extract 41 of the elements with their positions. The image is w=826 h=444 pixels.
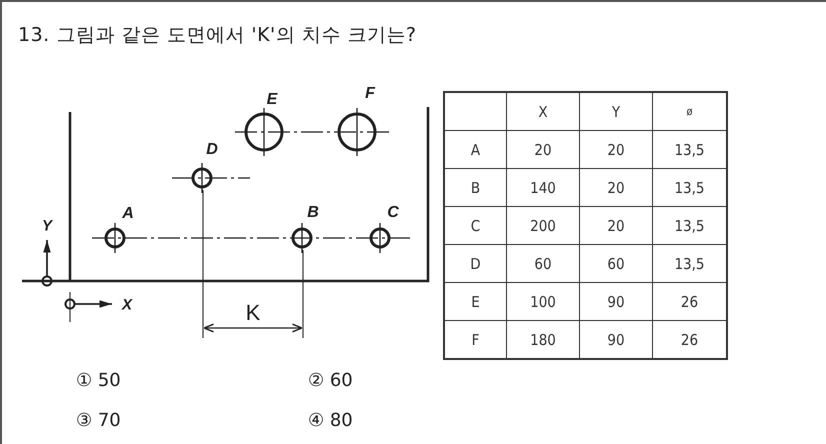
table-cell: 180 bbox=[507, 321, 580, 358]
table-cell: Y bbox=[580, 93, 653, 131]
table-cell: 60 bbox=[507, 245, 580, 283]
table-cell: 100 bbox=[507, 283, 580, 321]
table-cell: ø bbox=[653, 93, 726, 131]
hole-label: A bbox=[122, 206, 134, 222]
table-cell: B bbox=[445, 169, 507, 207]
question-title: 13. 그림과 같은 도면에서 'K'의 치수 크기는? bbox=[18, 23, 416, 48]
table-cell: 13,5 bbox=[653, 169, 726, 207]
table-cell: 20 bbox=[580, 207, 653, 245]
table-cell: 90 bbox=[580, 283, 653, 321]
table-cell: A bbox=[445, 131, 507, 169]
table-cell: 13,5 bbox=[653, 131, 726, 169]
table-cell: 20 bbox=[580, 131, 653, 169]
table-cell: E bbox=[445, 283, 507, 321]
table-cell: 90 bbox=[580, 321, 653, 358]
table-cell: 20 bbox=[580, 169, 653, 207]
table-cell: X bbox=[507, 93, 580, 131]
table-cell: F bbox=[445, 321, 507, 358]
hole-label: B bbox=[307, 205, 319, 221]
table-cell: 26 bbox=[653, 283, 726, 321]
table-cell: 13,5 bbox=[653, 245, 726, 283]
hole-label: D bbox=[206, 142, 218, 158]
table-cell: 20 bbox=[507, 131, 580, 169]
hole-label: C bbox=[387, 205, 399, 221]
table-cell: D bbox=[445, 245, 507, 283]
table-cell: 140 bbox=[507, 169, 580, 207]
table-cell: 200 bbox=[507, 207, 580, 245]
answer-option: ③ 70 bbox=[76, 410, 121, 431]
table-cell: C bbox=[445, 207, 507, 245]
table-cell: 60 bbox=[580, 245, 653, 283]
table-cell: 13,5 bbox=[653, 207, 726, 245]
hole-label: F bbox=[365, 86, 375, 102]
axis-label: Y bbox=[42, 218, 52, 234]
hole-label: E bbox=[266, 92, 278, 108]
axis-label: X bbox=[122, 298, 132, 312]
dimension-label: K bbox=[246, 302, 260, 324]
answer-option: ④ 80 bbox=[308, 410, 353, 431]
table-cell-text: 26 bbox=[680, 330, 700, 350]
answer-option: ② 60 bbox=[308, 370, 353, 391]
answer-option: ① 50 bbox=[76, 370, 121, 391]
